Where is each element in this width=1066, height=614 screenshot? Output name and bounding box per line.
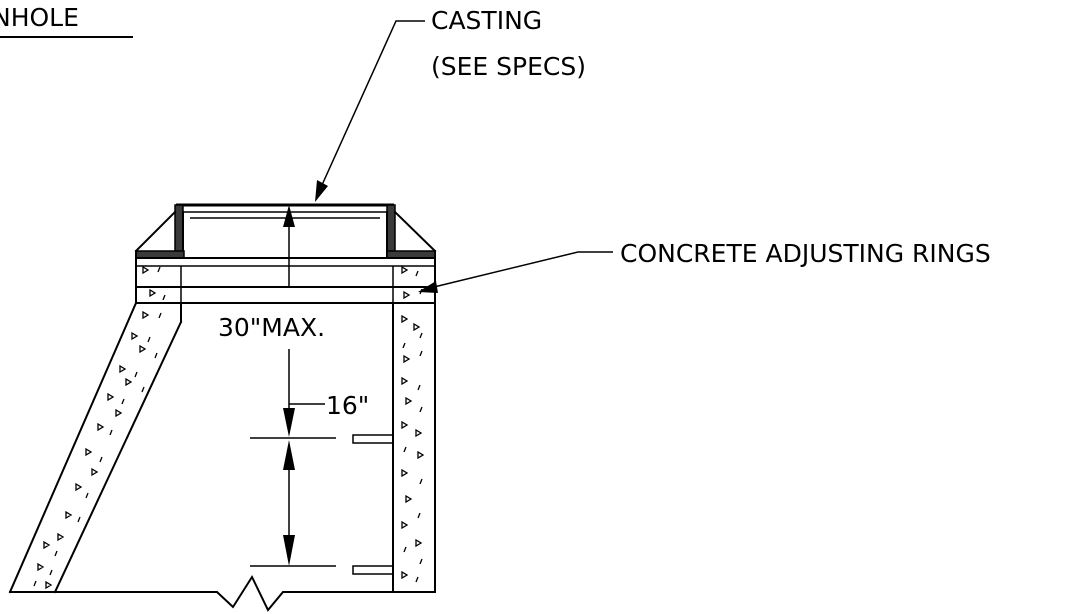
adjusting-rings (135, 250, 436, 304)
step-spacing-label: 16" (326, 391, 369, 420)
concrete-hatch-right (401, 265, 425, 583)
max-height-label: 30"MAX. (218, 313, 325, 342)
casting-leader (315, 20, 425, 202)
concrete-hatch-left (33, 265, 166, 590)
rings-label: CONCRETE ADJUSTING RINGS (620, 239, 991, 268)
manhole-steps (352, 434, 394, 575)
drawing-title: NHOLE (0, 3, 79, 32)
casting-frame (134, 203, 437, 259)
casting-label-line1: CASTING (431, 6, 542, 35)
dimension-30-max (283, 205, 295, 287)
casting-label-line2: (SEE SPECS) (431, 52, 586, 81)
dimension-16-step (250, 349, 336, 567)
rings-leader (418, 251, 613, 293)
manhole-walls (8, 301, 436, 612)
